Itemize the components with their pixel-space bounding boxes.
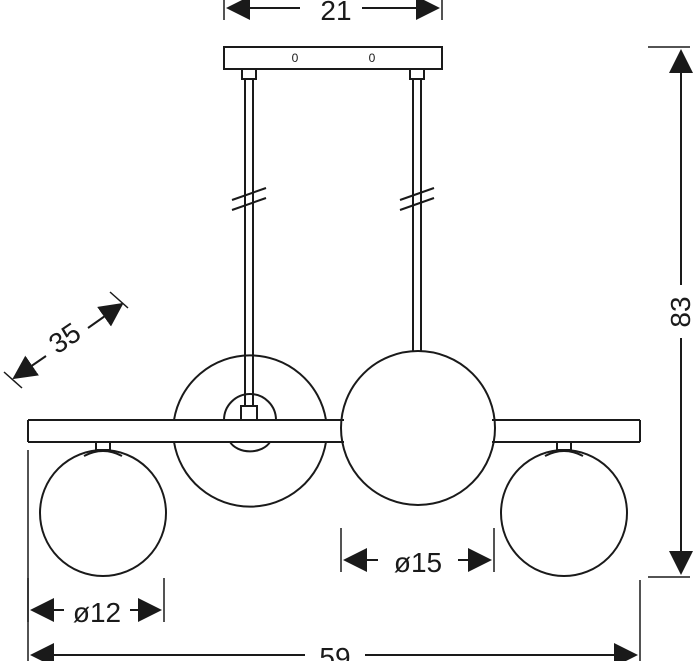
total-width-label: 59 [319,642,350,661]
canopy-width-dimension: 21 [223,0,443,26]
large-globe-diameter-dimension: ø15 [340,528,495,578]
small-globe-left [39,441,167,577]
canopy-screw-mark-left: 0 [292,51,299,65]
depth-label: 35 [43,317,86,360]
total-height-dimension: 83 [648,46,696,578]
total-height-label: 83 [665,296,696,327]
canopy-width-label: 21 [320,0,351,26]
small-globe-right [500,441,628,577]
small-globe-diameter-label: ø12 [73,597,121,628]
suspension-rod-left [231,79,267,406]
horizontal-arm [27,419,641,443]
large-globe-front [340,350,496,506]
large-globe-rear [173,354,327,508]
small-globe-diameter-dimension: ø12 [27,578,165,628]
canopy-screw-mark-right: 0 [369,51,376,65]
depth-dimension: 35 [3,291,129,389]
large-globe-diameter-label: ø15 [394,547,442,578]
total-width-dimension: 59 [27,450,641,661]
suspension-rod-right [399,79,435,352]
ceiling-canopy: 0 0 [223,46,443,80]
